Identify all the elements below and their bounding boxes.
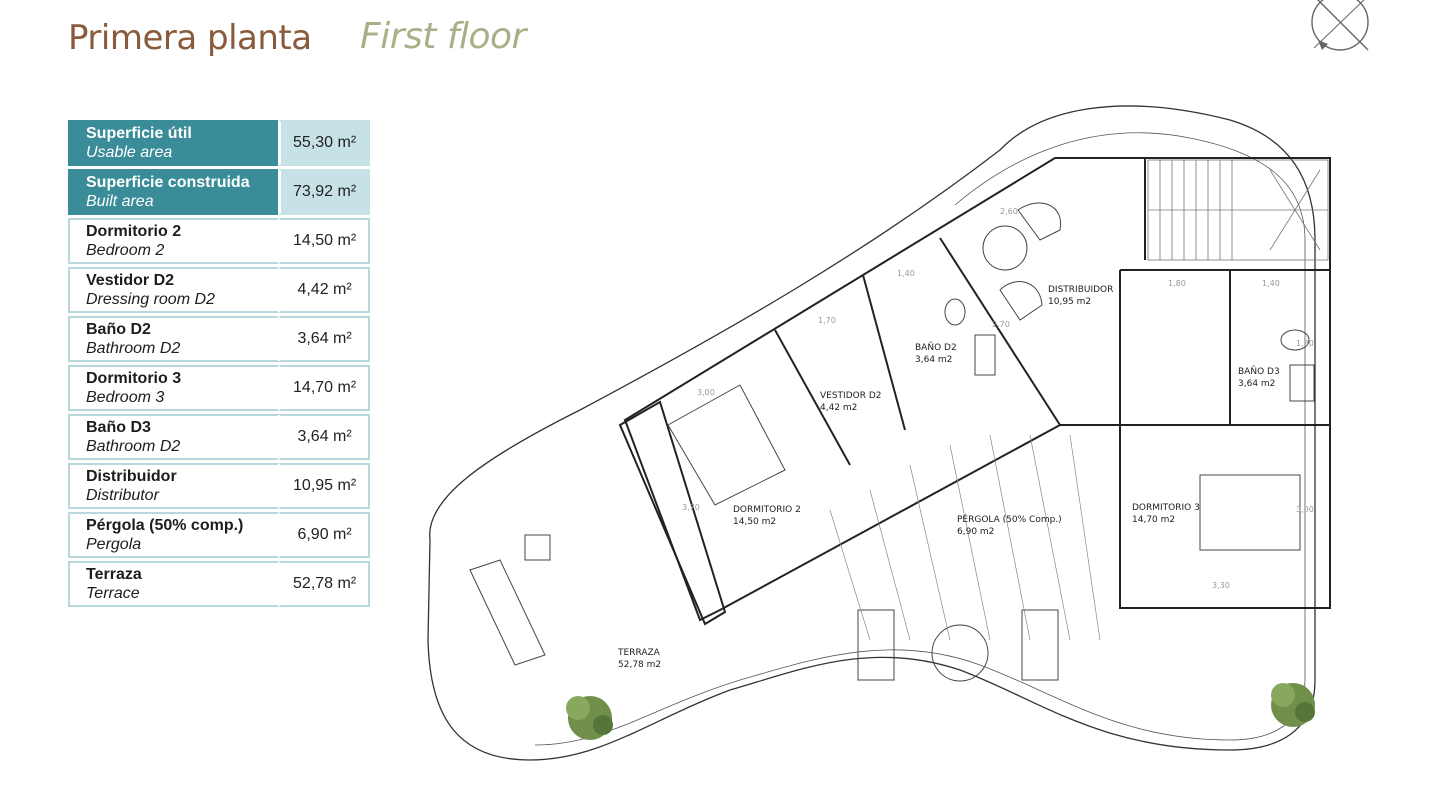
- area-label-es: Dormitorio 3: [86, 370, 182, 387]
- tree-icon: [566, 696, 613, 740]
- room-label: BAÑO D3: [1238, 366, 1280, 377]
- area-label-es: Baño D2: [86, 321, 151, 338]
- dimension-label: 1,40: [1262, 279, 1280, 288]
- dimension-label: 1,80: [1296, 339, 1314, 348]
- sunbed-1: [857, 609, 895, 681]
- area-label-en: Usable area: [86, 144, 173, 161]
- lounger: [469, 559, 546, 666]
- area-label-en: Distributor: [86, 487, 159, 504]
- area-label-en: Built area: [86, 193, 154, 210]
- toilet-d3: [1280, 329, 1310, 351]
- area-label-es: Pérgola (50% comp.): [86, 517, 244, 534]
- dimension-label: 1,40: [897, 269, 915, 278]
- title-spanish: Primera planta: [68, 18, 312, 58]
- area-label-en: Bathroom D2: [86, 340, 181, 357]
- dimension-label: 3,00: [1296, 505, 1314, 514]
- area-value: 6,90 m²: [278, 512, 370, 558]
- area-label-es: Superficie útil: [86, 125, 192, 142]
- compass-icon: [1311, 0, 1369, 51]
- floor-plan: DISTRIBUIDOR 10,95 m2 BAÑO D2 3,64 m2 BA…: [427, 105, 1331, 761]
- area-value: 10,95 m²: [278, 463, 370, 509]
- toilet-d2: [944, 298, 966, 326]
- furniture: [469, 202, 1315, 682]
- room-label: PÉRGOLA (50% Comp.): [957, 513, 1062, 525]
- tree-icon: [1271, 683, 1315, 727]
- area-value: 55,30 m²: [278, 120, 370, 166]
- dimension-label: 3,70: [682, 503, 700, 512]
- sink-d3: [1289, 364, 1315, 402]
- area-row-bath-d3: Baño D3 Bathroom D2 3,64 m²: [68, 414, 370, 460]
- room-label: DISTRIBUIDOR: [1048, 285, 1113, 295]
- sink-d2: [974, 334, 996, 376]
- house-walls: [618, 157, 1331, 626]
- sunbed-2: [1021, 609, 1059, 681]
- dimension-label: 2,60: [1000, 207, 1018, 216]
- terrace-outline: [427, 105, 1316, 761]
- area-label-en: Dressing room D2: [86, 291, 215, 308]
- area-row-bath-d2: Baño D2 Bathroom D2 3,64 m²: [68, 316, 370, 362]
- area-row-bedroom-2: Dormitorio 2 Bedroom 2 14,50 m²: [68, 218, 370, 264]
- title-english: First floor: [360, 16, 526, 57]
- room-label: TERRAZA: [617, 648, 661, 658]
- room-area: 14,50 m2: [733, 517, 776, 527]
- room-area: 52,78 m2: [618, 660, 661, 670]
- area-label-en: Bedroom 2: [86, 242, 165, 259]
- room-label: DORMITORIO 3: [1132, 503, 1200, 513]
- room-area: 3,64 m2: [915, 355, 952, 365]
- room-label: DORMITORIO 2: [733, 505, 801, 515]
- dimension-label: 2,70: [992, 320, 1010, 329]
- area-label-es: Superficie construida: [86, 174, 250, 191]
- room-label: BAÑO D2: [915, 342, 957, 353]
- area-value: 14,70 m²: [278, 365, 370, 411]
- room-area: 3,64 m2: [1238, 379, 1275, 389]
- bed-bedroom-3: [1199, 474, 1301, 551]
- round-table: [931, 624, 989, 682]
- bed-bedroom-2: [667, 384, 786, 506]
- area-label-en: Terrace: [86, 585, 140, 602]
- chair-2: [1017, 202, 1062, 241]
- chair-1: [982, 225, 1028, 271]
- dimension-label: 1,80: [1168, 279, 1186, 288]
- room-area: 6,90 m2: [957, 527, 994, 537]
- area-row-dressing-d2: Vestidor D2 Dressing room D2 4,42 m²: [68, 267, 370, 313]
- area-value: 4,42 m²: [278, 267, 370, 313]
- area-label-en: Pergola: [86, 536, 142, 553]
- area-label-es: Distribuidor: [86, 468, 177, 485]
- dimension-label: 3,00: [697, 388, 715, 397]
- room-area: 14,70 m2: [1132, 515, 1175, 525]
- area-value: 14,50 m²: [278, 218, 370, 264]
- area-row-bedroom-3: Dormitorio 3 Bedroom 3 14,70 m²: [68, 365, 370, 411]
- room-area: 10,95 m2: [1048, 297, 1091, 307]
- dimension-label: 1,70: [818, 316, 836, 325]
- area-label-en: Bedroom 3: [86, 389, 165, 406]
- area-row-pergola: Pérgola (50% comp.) Pergola 6,90 m²: [68, 512, 370, 558]
- side-table: [524, 534, 551, 561]
- room-label: VESTIDOR D2: [820, 391, 882, 401]
- area-value: 73,92 m²: [278, 169, 370, 215]
- area-label-es: Terraza: [86, 566, 142, 583]
- area-label-en: Bathroom D2: [86, 438, 181, 455]
- area-label-es: Baño D3: [86, 419, 151, 436]
- chair-3: [999, 281, 1043, 321]
- area-value: 52,78 m²: [278, 561, 370, 607]
- area-label-es: Vestidor D2: [86, 272, 175, 289]
- pergola-slats: [829, 434, 1101, 641]
- staircase: [1147, 159, 1329, 261]
- room-area: 4,42 m2: [820, 403, 857, 413]
- area-value: 3,64 m²: [278, 316, 370, 362]
- area-value: 3,64 m²: [278, 414, 370, 460]
- dimension-label: 3,30: [1212, 581, 1230, 590]
- area-label-es: Dormitorio 2: [86, 223, 182, 240]
